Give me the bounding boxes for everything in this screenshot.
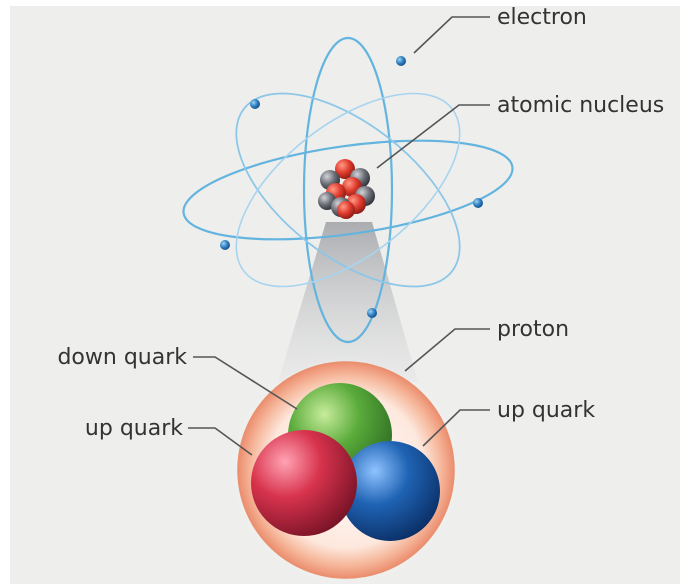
nucleon-proton bbox=[335, 159, 355, 179]
nucleon-proton bbox=[337, 201, 355, 219]
orbit-horizontal bbox=[182, 139, 514, 241]
label-down-quark: down quark bbox=[57, 345, 187, 370]
left-margin bbox=[0, 0, 10, 584]
electron-4 bbox=[220, 240, 230, 250]
label-up-quark-left: up quark bbox=[85, 416, 183, 441]
electron-5 bbox=[367, 308, 377, 318]
label-proton: proton bbox=[497, 317, 569, 342]
orbit-diagonal-1 bbox=[235, 92, 461, 288]
orbit-diagonal-2 bbox=[235, 92, 461, 288]
leader-lines bbox=[188, 16, 490, 456]
zoom-beam bbox=[278, 222, 418, 382]
proton-outline bbox=[237, 361, 455, 579]
orbit-vertical bbox=[302, 36, 394, 344]
up-quark-red-sphere bbox=[251, 430, 357, 536]
quark-icon bbox=[251, 383, 440, 541]
electron-1 bbox=[396, 56, 406, 66]
electrons bbox=[220, 56, 483, 318]
leader-atomic-nucleus bbox=[376, 104, 490, 169]
electron-2 bbox=[250, 99, 260, 109]
electron-3 bbox=[473, 198, 483, 208]
leader-down-quark bbox=[193, 356, 298, 410]
label-up-quark-right: up quark bbox=[497, 398, 595, 423]
leader-electron bbox=[413, 16, 490, 54]
atom-icon bbox=[182, 36, 514, 344]
top-margin bbox=[0, 0, 680, 6]
atomic-nucleus bbox=[318, 159, 375, 219]
leader-proton bbox=[404, 328, 490, 372]
label-electron: electron bbox=[497, 5, 587, 30]
leader-up-quark-left bbox=[188, 427, 253, 456]
leader-up-quark-right bbox=[422, 409, 490, 447]
label-atomic-nucleus: atomic nucleus bbox=[497, 93, 664, 118]
up-quark-blue-sphere bbox=[340, 441, 440, 541]
